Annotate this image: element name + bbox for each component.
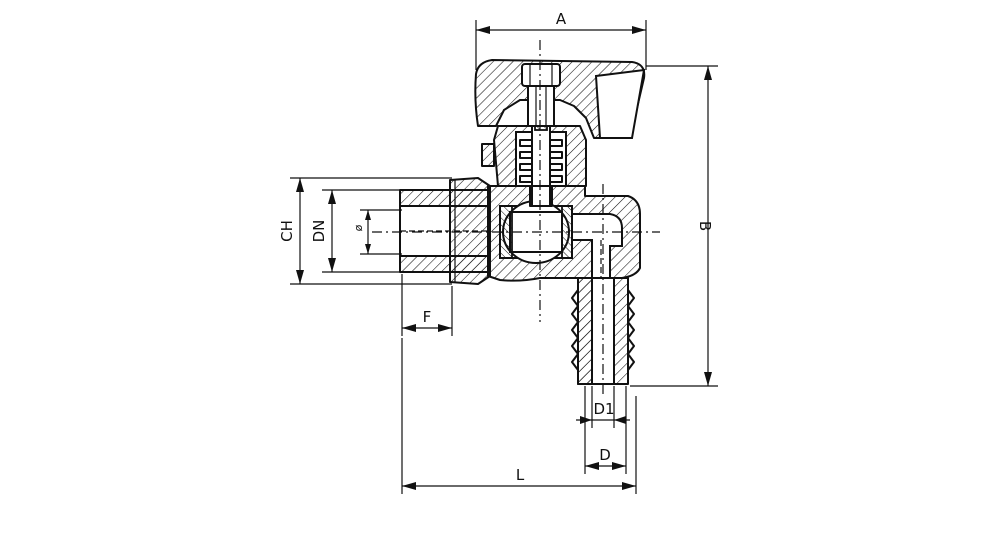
dimension-CH: CH (278, 177, 452, 285)
valve-body (399, 177, 641, 385)
dimension-A: A (475, 10, 647, 70)
dimension-F: F (401, 274, 453, 336)
hose-barb (571, 277, 635, 385)
label-F: F (423, 308, 432, 326)
label-phi: ø (352, 224, 365, 231)
label-D1: D1 (593, 400, 614, 418)
dimension-B: B (630, 65, 718, 387)
center-lines (372, 40, 660, 396)
dimension-DN: DN (310, 189, 402, 273)
dimension-phi: ø (352, 209, 402, 255)
label-CH: CH (278, 220, 296, 242)
label-DN: DN (310, 220, 328, 243)
lever-handle[interactable] (474, 59, 646, 139)
dimension-D: D (584, 386, 627, 474)
dimension-L: L (401, 338, 637, 494)
hex-nut (449, 177, 491, 285)
label-L: L (516, 466, 525, 484)
label-D: D (599, 446, 611, 464)
label-B: B (696, 221, 714, 231)
label-A: A (556, 10, 567, 28)
